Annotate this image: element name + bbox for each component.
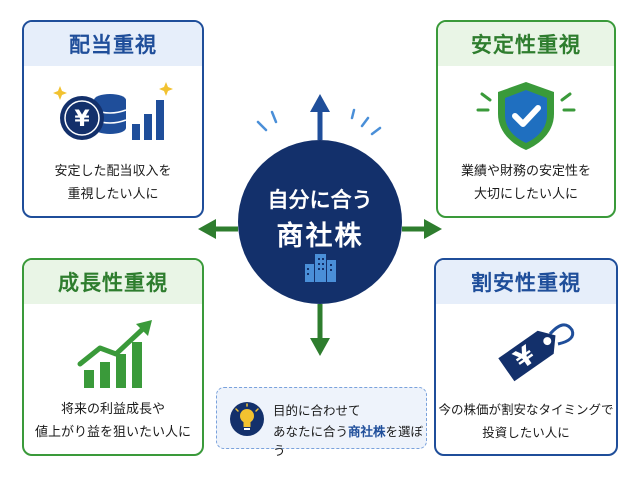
card-desc-line1: 業績や財務の安定性を xyxy=(460,164,591,179)
card-stability-focus: 安定性重視 業績や財務の安定性を 大切にしたい人に xyxy=(436,20,616,218)
sparkle-lines-icon xyxy=(256,108,382,136)
arrow-right xyxy=(402,219,442,239)
card-desc-line1: 今の株価が割安なタイミングで xyxy=(438,402,614,417)
arrow-down xyxy=(310,304,330,356)
tip-line2-post: を選ぼう xyxy=(273,424,424,458)
card-title: 割安性重視 xyxy=(436,260,616,304)
center-circle: 自分に合う 商社株 xyxy=(238,140,402,304)
tip-box: 目的に合わせて あなたに合う商社株を選ぼう xyxy=(216,387,427,458)
arrow-up xyxy=(310,94,330,140)
card-desc-line2: 重視したい人に xyxy=(67,187,159,202)
card-title: 成長性重視 xyxy=(24,260,202,304)
card-desc-line2: 大切にしたい人に xyxy=(473,187,578,202)
card-desc-line2: 値上がり益を狙いたい人に xyxy=(34,425,191,440)
yen-price-tag-icon: ¥ xyxy=(436,312,616,394)
tip-line1: 目的に合わせて xyxy=(273,403,361,418)
yen-coins-bar-chart-icon: ¥ xyxy=(24,80,202,146)
card-dividend-focus: 配当重視 ¥ 安定した配当収入を 重視したい人に xyxy=(22,20,204,218)
arrow-left xyxy=(198,219,238,239)
card-desc-line1: 将来の利益成長や xyxy=(60,402,165,417)
card-desc-line1: 安定した配当収入を xyxy=(54,164,172,179)
card-desc-line2: 投資したい人に xyxy=(482,425,570,440)
card-value-focus: 割安性重視 ¥ 今の株価が割安なタイミングで 投資したい人に xyxy=(434,258,618,456)
shield-check-icon xyxy=(438,78,614,152)
tip-line2-pre: あなたに合う xyxy=(273,424,349,439)
svg-text:¥: ¥ xyxy=(74,107,90,132)
building-icon xyxy=(305,254,336,282)
lightbulb-icon xyxy=(230,402,264,436)
card-title: 配当重視 xyxy=(24,22,202,66)
tip-line2: あなたに合う商社株を選ぼう xyxy=(273,421,426,459)
center-title-line1: 自分に合う xyxy=(267,188,373,212)
card-growth-focus: 成長性重視 将来の利益成長や 値上がり益を狙いたい人に xyxy=(22,258,204,456)
center-title-line2: 商社株 xyxy=(276,221,364,252)
card-title: 安定性重視 xyxy=(438,22,614,66)
tip-highlight: 商社株 xyxy=(348,424,386,439)
growth-chart-icon xyxy=(24,318,202,390)
